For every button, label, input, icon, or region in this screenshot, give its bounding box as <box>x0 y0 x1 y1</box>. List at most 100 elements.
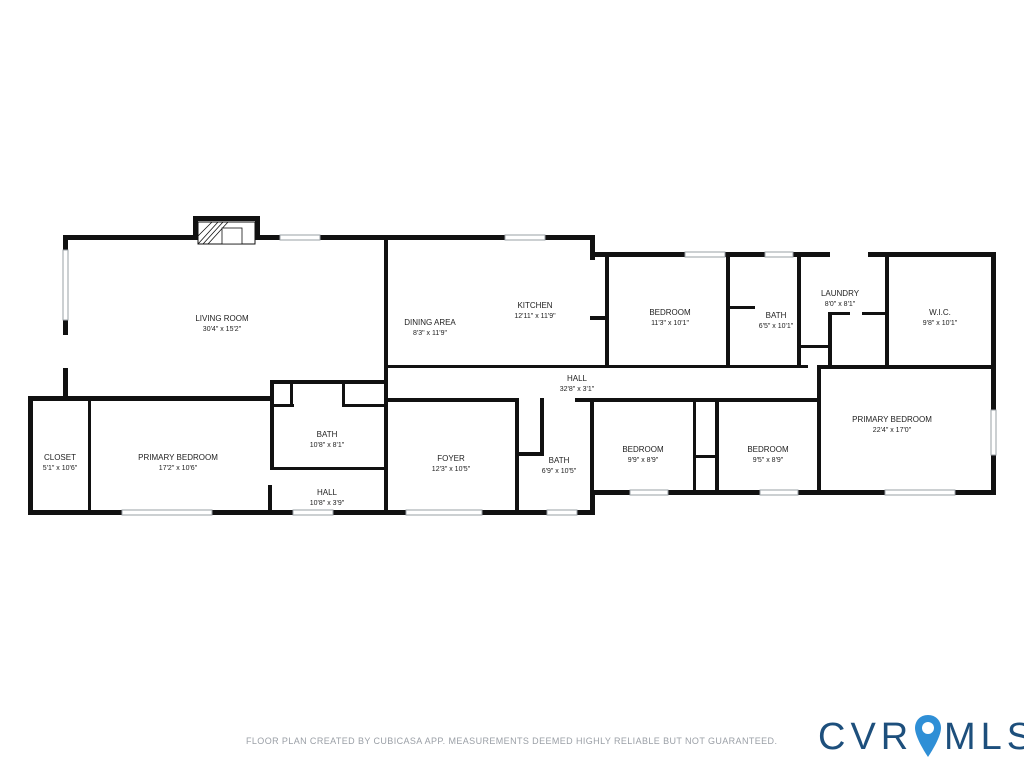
window <box>990 409 997 456</box>
wall <box>342 404 388 407</box>
wall <box>590 235 595 260</box>
room-hall-small: HALL 10'8" x 3'9" <box>310 488 345 507</box>
cvrmls-logo: CVR MLS <box>818 712 1024 762</box>
logo-text-left: CVR <box>818 716 914 758</box>
room-dims: 9'9" x 8'9" <box>628 457 659 464</box>
room-dims: 11'3" x 10'1" <box>651 320 689 327</box>
wall <box>817 365 996 369</box>
wall <box>715 398 719 495</box>
wall <box>693 398 696 495</box>
room-bath-2: BATH 10'8" x 8'1" <box>310 430 345 449</box>
wall <box>63 235 595 240</box>
room-foyer: FOYER 12'3" x 10'5" <box>432 454 471 473</box>
room-name: LAUNDRY <box>821 289 860 298</box>
room-dims: 17'2" x 10'6" <box>159 465 198 472</box>
room-wic: W.I.C. 9'8" x 10'1" <box>923 308 958 327</box>
wall <box>388 398 518 402</box>
room-bedroom-2: BEDROOM 9'9" x 8'9" <box>622 445 664 464</box>
wall <box>797 257 801 367</box>
window <box>684 251 726 258</box>
wall <box>590 316 609 320</box>
wall <box>255 216 260 240</box>
wall <box>384 240 388 402</box>
wall <box>540 398 544 456</box>
room-laundry: LAUNDRY 8'0" x 8'1" <box>821 289 860 308</box>
room-dims: 8'0" x 8'1" <box>825 301 856 308</box>
room-name: BATH <box>766 311 787 320</box>
room-bedroom-1: BEDROOM 11'3" x 10'1" <box>649 308 691 327</box>
wall <box>519 452 544 456</box>
wall <box>801 345 831 348</box>
wall <box>605 257 609 367</box>
room-primary-bedroom-left: PRIMARY BEDROOM 17'2" x 10'6" <box>138 453 218 472</box>
room-dims: 8'3" x 11'9" <box>413 330 447 337</box>
room-dims: 9'5" x 8'9" <box>753 457 784 464</box>
window <box>121 509 213 516</box>
wall <box>28 396 33 515</box>
window <box>62 249 69 321</box>
wall <box>828 312 850 315</box>
room-name: LIVING ROOM <box>195 314 249 323</box>
wall <box>63 368 68 398</box>
room-dims: 22'4" x 17'0" <box>873 427 912 434</box>
wall <box>590 490 595 515</box>
wall <box>270 467 388 470</box>
fireplace-hatch <box>197 221 256 245</box>
fireplace-icon <box>193 216 260 221</box>
window <box>546 509 578 516</box>
room-name: BEDROOM <box>649 308 691 317</box>
room-bath-1: BATH 6'5" x 10'1" <box>759 311 794 330</box>
room-dims: 10'8" x 3'9" <box>310 500 345 507</box>
room-name: HALL <box>317 488 338 497</box>
room-living-room: LIVING ROOM 30'4" x 15'2" <box>195 314 249 333</box>
room-name: KITCHEN <box>517 301 552 310</box>
room-dims: 10'8" x 8'1" <box>310 442 345 449</box>
wall <box>862 312 885 315</box>
window <box>405 509 483 516</box>
wall <box>290 384 293 406</box>
room-dims: 12'11" x 11'9" <box>514 313 556 320</box>
room-name: BEDROOM <box>747 445 789 454</box>
wall <box>730 306 755 309</box>
room-kitchen: KITCHEN 12'11" x 11'9" <box>514 301 556 320</box>
wall <box>817 365 821 495</box>
room-name: DINING AREA <box>404 318 456 327</box>
room-primary-bedroom-right: PRIMARY BEDROOM 22'4" x 17'0" <box>852 415 932 434</box>
disclaimer: FLOOR PLAN CREATED BY CUBICASA APP. MEAS… <box>246 736 778 746</box>
wall <box>388 365 808 368</box>
room-dims: 5'1" x 10'6" <box>43 465 78 472</box>
wall <box>270 380 274 470</box>
room-closet: CLOSET 5'1" x 10'6" <box>43 453 78 472</box>
wall <box>270 380 388 384</box>
wall <box>28 396 273 401</box>
window <box>292 509 334 516</box>
wall <box>991 252 996 495</box>
wall <box>88 401 91 510</box>
wall <box>515 398 519 515</box>
window <box>504 234 546 241</box>
room-name: BATH <box>317 430 338 439</box>
wall <box>342 384 345 406</box>
room-dims: 12'3" x 10'5" <box>432 466 471 473</box>
wall <box>274 404 294 407</box>
wall <box>828 312 832 367</box>
room-dims: 6'5" x 10'1" <box>759 323 794 330</box>
room-name: BEDROOM <box>622 445 664 454</box>
room-name: PRIMARY BEDROOM <box>138 453 218 462</box>
window <box>759 489 799 496</box>
room-dims: 9'8" x 10'1" <box>923 320 958 327</box>
room-dining-area: DINING AREA 8'3" x 11'9" <box>404 318 456 337</box>
room-dims: 32'8" x 3'1" <box>560 386 595 393</box>
room-name: PRIMARY BEDROOM <box>852 415 932 424</box>
room-name: CLOSET <box>44 453 76 462</box>
logo-text-right: MLS <box>944 716 1024 758</box>
wall <box>590 398 820 402</box>
wall <box>590 398 594 495</box>
window <box>884 489 956 496</box>
room-name: FOYER <box>437 454 465 463</box>
wall <box>693 455 715 458</box>
map-pin-icon <box>915 715 941 757</box>
room-name: BATH <box>549 456 570 465</box>
room-hall-main: HALL 32'8" x 3'1" <box>560 374 595 393</box>
room-dims: 6'9" x 10'5" <box>542 468 577 475</box>
